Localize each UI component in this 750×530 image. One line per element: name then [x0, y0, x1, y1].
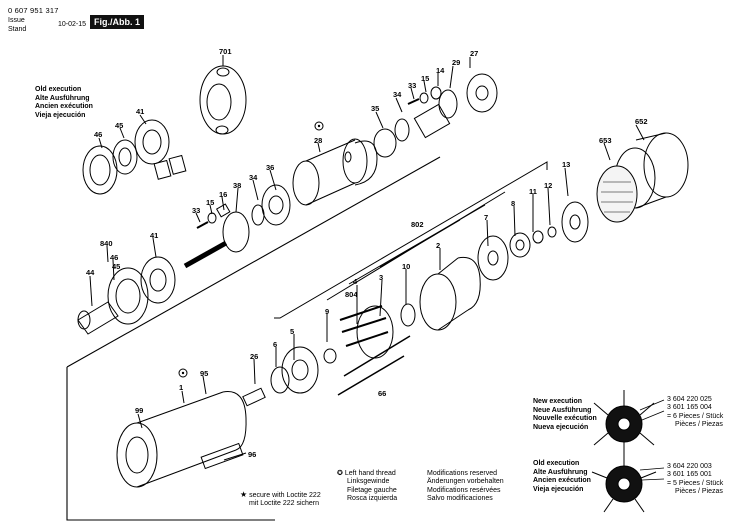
part-label-1: 1 — [179, 383, 184, 392]
part-label-26: 26 — [250, 352, 259, 361]
part-label-4: 4 — [353, 277, 358, 286]
caption-line: Vieja ejecución — [533, 485, 584, 493]
part-label-41: 41 — [150, 231, 159, 240]
ref-line: = 6 Pieces / Stück — [667, 412, 724, 420]
mod-line-1: Modifications reserved — [427, 470, 498, 477]
part-label-701: 701 — [219, 47, 232, 56]
part-label-95: 95 — [200, 369, 209, 378]
part-label-44: 44 — [86, 268, 95, 277]
part-label-653: 653 — [599, 136, 612, 145]
caption-line: Neue Ausführung — [533, 406, 592, 414]
part-label-96: 96 — [248, 450, 257, 459]
part-label-2: 2 — [436, 241, 441, 250]
loctite-line-2: mit Loctite 222 sichern — [249, 500, 320, 508]
caption-line: Alte Ausführung — [533, 468, 588, 476]
part-label-804: 804 — [345, 290, 358, 299]
part-label-5: 5 — [290, 327, 295, 336]
mod-line-2: Änderungen vorbehalten — [427, 478, 504, 486]
part-number: 0 607 951 317 — [8, 6, 59, 15]
part-label-16: 16 — [219, 190, 228, 199]
new-execution-caption: New execution Neue Ausführung Nouvelle e… — [533, 398, 597, 432]
caption-line: Nouvelle exécution — [533, 415, 597, 423]
caption-line: New execution — [533, 398, 583, 405]
mod-line-3: Modifications resérvées — [427, 486, 501, 494]
part-label-6: 6 — [273, 340, 278, 349]
issue-stand-label: Issue Stand — [8, 17, 26, 34]
new-execution-refs: 3 604 220 025 3 601 165 004 = 6 Pieces /… — [667, 396, 723, 429]
loctite-line-1: ★ secure with Loctite 222 — [240, 490, 321, 499]
mod-line-4: Salvo modificaciones — [427, 494, 493, 502]
ref-line: = 5 Pieces / Stück — [667, 479, 724, 487]
part-label-11: 11 — [529, 187, 537, 196]
part-label-12: 12 — [544, 181, 553, 190]
part-label-3: 3 — [379, 273, 384, 282]
part-label-34: 34 — [249, 173, 258, 182]
caption-line: Ancien exécution — [533, 477, 591, 485]
part-label-45: 45 — [112, 262, 121, 271]
old-execution-refs: 3 604 220 003 3 601 165 001 = 5 Pieces /… — [667, 463, 723, 496]
caption-line: Old execution — [533, 460, 580, 467]
part-label-33: 33 — [408, 81, 417, 90]
part-label-13: 13 — [562, 160, 571, 169]
ref-line: 3 601 165 004 — [667, 404, 712, 412]
part-label-99: 99 — [135, 406, 144, 415]
part-label-7: 7 — [484, 213, 489, 222]
part-label-46: 46 — [110, 253, 119, 262]
rosette-old — [591, 452, 657, 513]
caption-line: Alte Ausführung — [35, 94, 90, 102]
rosette-new — [593, 390, 655, 456]
part-label-10: 10 — [402, 262, 411, 271]
part-label-14: 14 — [436, 66, 445, 75]
caption-line: Old execution — [35, 86, 82, 93]
thread-line-1: ✪ Left hand thread — [337, 470, 396, 477]
thread-line-3: Filetage gauche — [347, 486, 397, 494]
old-execution-top-caption: Old execution Alte Ausführung Ancien exé… — [35, 86, 93, 120]
caption-line: Nueva ejecución — [533, 423, 589, 431]
ref-line: Pièces / Piezas — [675, 420, 723, 428]
part-label-34: 34 — [393, 90, 402, 99]
stand-label: Stand — [8, 25, 27, 33]
part-label-652: 652 — [635, 117, 648, 126]
part-label-802: 802 — [411, 220, 424, 229]
rosette-icon: ✪ — [337, 470, 343, 477]
part-label-33: 33 — [192, 206, 201, 215]
part-label-840: 840 — [100, 239, 113, 248]
ref-line: 3 604 220 003 — [667, 463, 712, 470]
part-label-41: 41 — [136, 107, 145, 116]
part-label-29: 29 — [452, 58, 461, 67]
ref-line: 3 601 165 001 — [667, 471, 712, 479]
issue-label: Issue — [8, 17, 25, 24]
part-label-15: 15 — [421, 74, 430, 83]
part-label-9: 9 — [325, 307, 330, 316]
part-label-28: 28 — [314, 136, 323, 145]
part-label-36: 36 — [266, 163, 275, 172]
part-label-27: 27 — [470, 49, 479, 58]
part-label-15: 15 — [206, 198, 215, 207]
thread-legend: ✪ Left hand thread Linksgewinde Filetage… — [337, 470, 397, 503]
star-icon: ★ — [240, 490, 248, 499]
issue-date: 10-02-15 — [58, 21, 87, 28]
old-execution-bottom-caption: Old execution Alte Ausführung Ancien exé… — [533, 460, 591, 494]
left-thread-markers — [178, 121, 324, 378]
part-label-8: 8 — [511, 199, 516, 208]
caption-line: Vieja ejecución — [35, 111, 86, 119]
ref-line: 3 604 220 025 — [667, 396, 712, 403]
thread-line-4: Rosca izquierda — [347, 494, 398, 502]
part-label-38: 38 — [233, 181, 242, 190]
modifications-legend: Modifications reserved Änderungen vorbeh… — [427, 470, 504, 503]
ref-line: Pièces / Piezas — [675, 487, 723, 495]
thread-line-2: Linksgewinde — [347, 478, 390, 486]
loctite-legend: ★ secure with Loctite 222 mit Loctite 22… — [240, 490, 321, 509]
part-label-46: 46 — [94, 130, 103, 139]
figure-badge: Fig./Abb. 1 — [90, 15, 144, 29]
caption-line: Ancien exécution — [35, 103, 93, 111]
part-label-45: 45 — [115, 121, 124, 130]
part-label-35: 35 — [371, 104, 380, 113]
part-label-66: 66 — [378, 389, 387, 398]
